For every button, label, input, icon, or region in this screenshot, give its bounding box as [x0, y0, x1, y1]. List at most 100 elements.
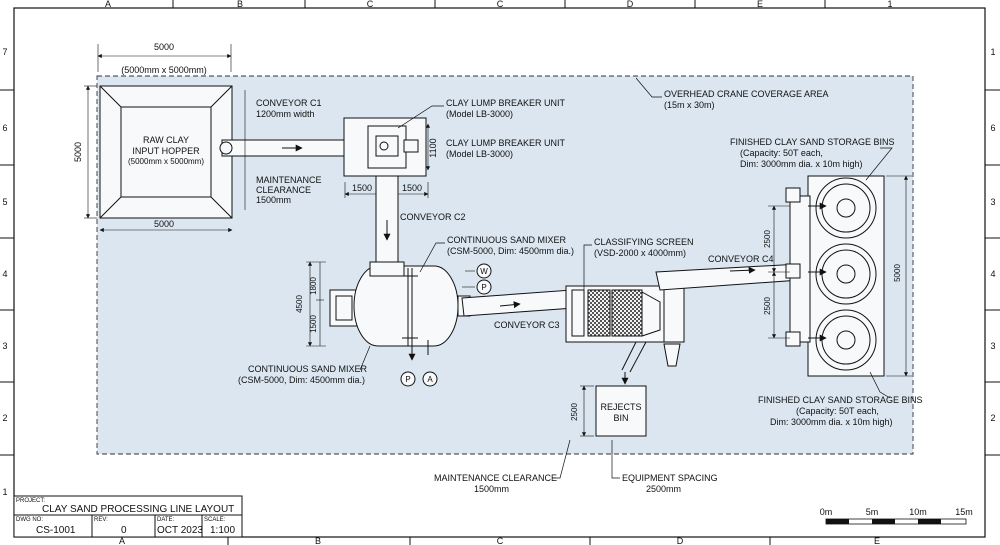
conveyor-c3-label: CONVEYOR C3 [494, 320, 560, 330]
bins-total-dim: 5000 [893, 264, 902, 282]
maintenance-top-value: 1500mm [256, 195, 291, 205]
bins-capacity-bottom: (Capacity: 50T each, [796, 406, 879, 416]
grid-left-label: 7 [2, 47, 7, 57]
title-block-project-label: PROJECT: [16, 498, 45, 504]
tag-p: P [481, 283, 486, 292]
grid-right-label: 4 [990, 269, 995, 279]
scale-label-0: 0m [820, 507, 833, 517]
hopper-top-dim: 5000 [154, 42, 174, 52]
grid-top-label: B [237, 0, 243, 9]
bins-lower-dim: 2500 [763, 297, 772, 315]
rejects-line-2: BIN [613, 413, 628, 423]
breaker-label-2: CLAY LUMP BREAKER UNIT [446, 138, 566, 148]
continuous-sand-mixer: W P P A CONTINUOUS SAND MIXER (CSM-5000,… [238, 235, 574, 387]
conveyor-c4-label: CONVEYOR C4 [708, 254, 774, 264]
breaker-model-2: (Model LB-3000) [446, 149, 513, 159]
grid-left-label: 4 [2, 269, 7, 279]
title-block-project: CLAY SAND PROCESSING LINE LAYOUT [42, 504, 234, 515]
grid-left-label: 2 [2, 413, 7, 423]
breaker-left-dim: 1500 [352, 183, 372, 193]
tag-a: A [427, 375, 433, 384]
breaker-right-dim: 1500 [402, 183, 422, 193]
grid-bottom-label: B [315, 536, 321, 545]
mixer-lower-dim: 1500 [309, 315, 318, 333]
screen-spec: (VSD-2000 x 4000mm) [594, 248, 686, 258]
maintenance-top-title2: CLEARANCE [256, 185, 311, 195]
grid-top-label: D [627, 0, 634, 9]
bins-dim-bottom: Dim: 3000mm dia. x 10m high) [770, 417, 893, 427]
grid-top-label: A [105, 0, 111, 9]
note-spacing-value: 2500mm [646, 484, 681, 494]
mixer-label-top: CONTINUOUS SAND MIXER [447, 235, 567, 245]
grid-right-label: 3 [990, 197, 995, 207]
tag-w: W [480, 267, 488, 276]
grid-right-label: 2 [990, 413, 995, 423]
scale-bar: 0m 5m 10m 15m [820, 507, 973, 525]
grid-right-label: 6 [990, 123, 995, 133]
mixer-label-bottom: CONTINUOUS SAND MIXER [248, 364, 368, 374]
tag-p2: P [405, 375, 410, 384]
breaker-model-1: (Model LB-3000) [446, 109, 513, 119]
title-block-scale-label: SCALE: [204, 517, 226, 523]
hopper-subtitle: INPUT HOPPER [132, 146, 200, 156]
conveyor-c2-label: CONVEYOR C2 [400, 212, 466, 222]
note-maintenance-value: 1500mm [474, 484, 509, 494]
grid-top-label: C [367, 0, 374, 9]
mixer-upper-dim: 1800 [309, 277, 318, 295]
conveyor-c1-width: 1200mm width [256, 109, 315, 119]
title-block-dwg-label: DWG NO: [16, 517, 43, 523]
grid-left-label: 3 [2, 341, 7, 351]
title-block: PROJECT: CLAY SAND PROCESSING LINE LAYOU… [13, 495, 243, 538]
grid-bottom-label: E [874, 536, 880, 545]
screen-label: CLASSIFYING SCREEN [594, 237, 694, 247]
classifying-screen: CLASSIFYING SCREEN (VSD-2000 x 4000mm) [565, 237, 694, 385]
grid-top-label: 1 [887, 0, 892, 9]
rejects-dim: 2500 [570, 403, 579, 421]
storage-bins: FINISHED CLAY SAND STORAGE BINS (Capacit… [730, 137, 923, 427]
bins-label-bottom: FINISHED CLAY SAND STORAGE BINS [758, 395, 923, 405]
bins-label-top: FINISHED CLAY SAND STORAGE BINS [730, 137, 895, 147]
title-block-rev-label: REV: [94, 517, 108, 523]
scale-label-5: 5m [866, 507, 879, 517]
title-block-scale: 1:100 [210, 525, 235, 536]
grid-right-label: 3 [990, 341, 995, 351]
note-maintenance: MAINTENANCE CLEARANCE [434, 473, 557, 483]
rejects-bin: REJECTS BIN 2500 [570, 385, 647, 437]
note-spacing: EQUIPMENT SPACING [622, 473, 718, 483]
hopper-side-dim: 5000 [73, 142, 83, 162]
bins-upper-dim: 2500 [763, 230, 772, 248]
bins-dim-top: Dim: 3000mm dia. x 10m high) [740, 159, 863, 169]
grid-left-label: 6 [2, 123, 7, 133]
hopper-title: RAW CLAY [143, 135, 189, 145]
conveyor-c3: CONVEYOR C3 [461, 289, 575, 330]
title-block-date: OCT 2023 [157, 525, 203, 536]
grid-right-label: 1 [990, 47, 995, 57]
bins-capacity-top: (Capacity: 50T each, [740, 148, 823, 158]
scale-label-15: 15m [955, 507, 973, 517]
breaker-label-1: CLAY LUMP BREAKER UNIT [446, 98, 566, 108]
grid-top-label: E [757, 0, 763, 9]
conveyor-c1: CONVEYOR C1 1200mm width MAINTENANCE CLE… [219, 90, 371, 210]
grid-bottom-label: A [119, 536, 125, 545]
conveyor-c1-label: CONVEYOR C1 [256, 98, 322, 108]
clay-lump-breaker: CLAY LUMP BREAKER UNIT (Model LB-3000) C… [343, 98, 566, 198]
tag-w-icon [476, 263, 492, 279]
grid-left-label: 5 [2, 197, 7, 207]
hopper-dim: (5000mm x 5000mm) [128, 157, 204, 166]
tag-a-icon [422, 371, 438, 387]
grid-bottom-label: C [497, 536, 504, 545]
grid-top-label: C [497, 0, 504, 9]
hopper-bottom-dim: 5000 [154, 219, 174, 229]
crane-area-label: OVERHEAD CRANE COVERAGE AREA [664, 89, 829, 99]
maintenance-top-title: MAINTENANCE [256, 175, 322, 185]
bottom-notes: MAINTENANCE CLEARANCE 1500mm EQUIPMENT S… [434, 439, 718, 494]
raw-clay-hopper: 5000 (5000mm x 5000mm) RAW CLAY INPUT HO… [73, 42, 233, 233]
grid-left-label: 1 [2, 487, 7, 497]
hopper-top-dim-note: (5000mm x 5000mm) [121, 65, 207, 75]
title-block-date-label: DATE: [157, 517, 175, 523]
scale-label-10: 10m [909, 507, 927, 517]
title-block-dwg: CS-1001 [36, 525, 76, 536]
